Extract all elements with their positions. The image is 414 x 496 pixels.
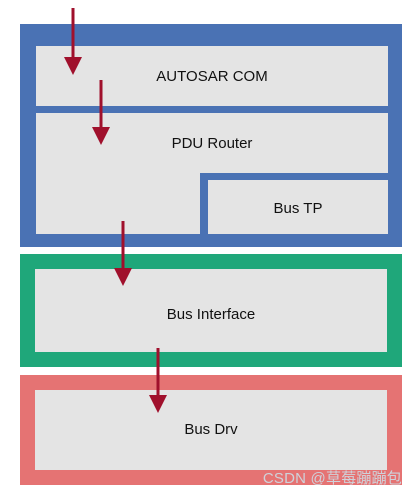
watermark-text: CSDN @草莓蹦蹦包	[262, 470, 402, 487]
bus-interface-label: Bus Interface	[166, 306, 256, 323]
autosar-com-label: AUTOSAR COM	[156, 68, 268, 85]
bus-tp-label: Bus TP	[273, 200, 323, 217]
pdu-router-block-lower	[36, 172, 200, 234]
bus-interface-block: Bus Interface	[20, 254, 402, 367]
bus-tp-block: Bus TP	[208, 180, 388, 234]
bus-drv-block: Bus Drv	[20, 375, 402, 485]
pdu-router-block: PDU Router	[36, 113, 388, 173]
autosar-com-block: AUTOSAR COM	[36, 46, 388, 106]
bus-drv-label: Bus Drv	[184, 421, 238, 438]
pdu-router-label: PDU Router	[171, 135, 253, 152]
